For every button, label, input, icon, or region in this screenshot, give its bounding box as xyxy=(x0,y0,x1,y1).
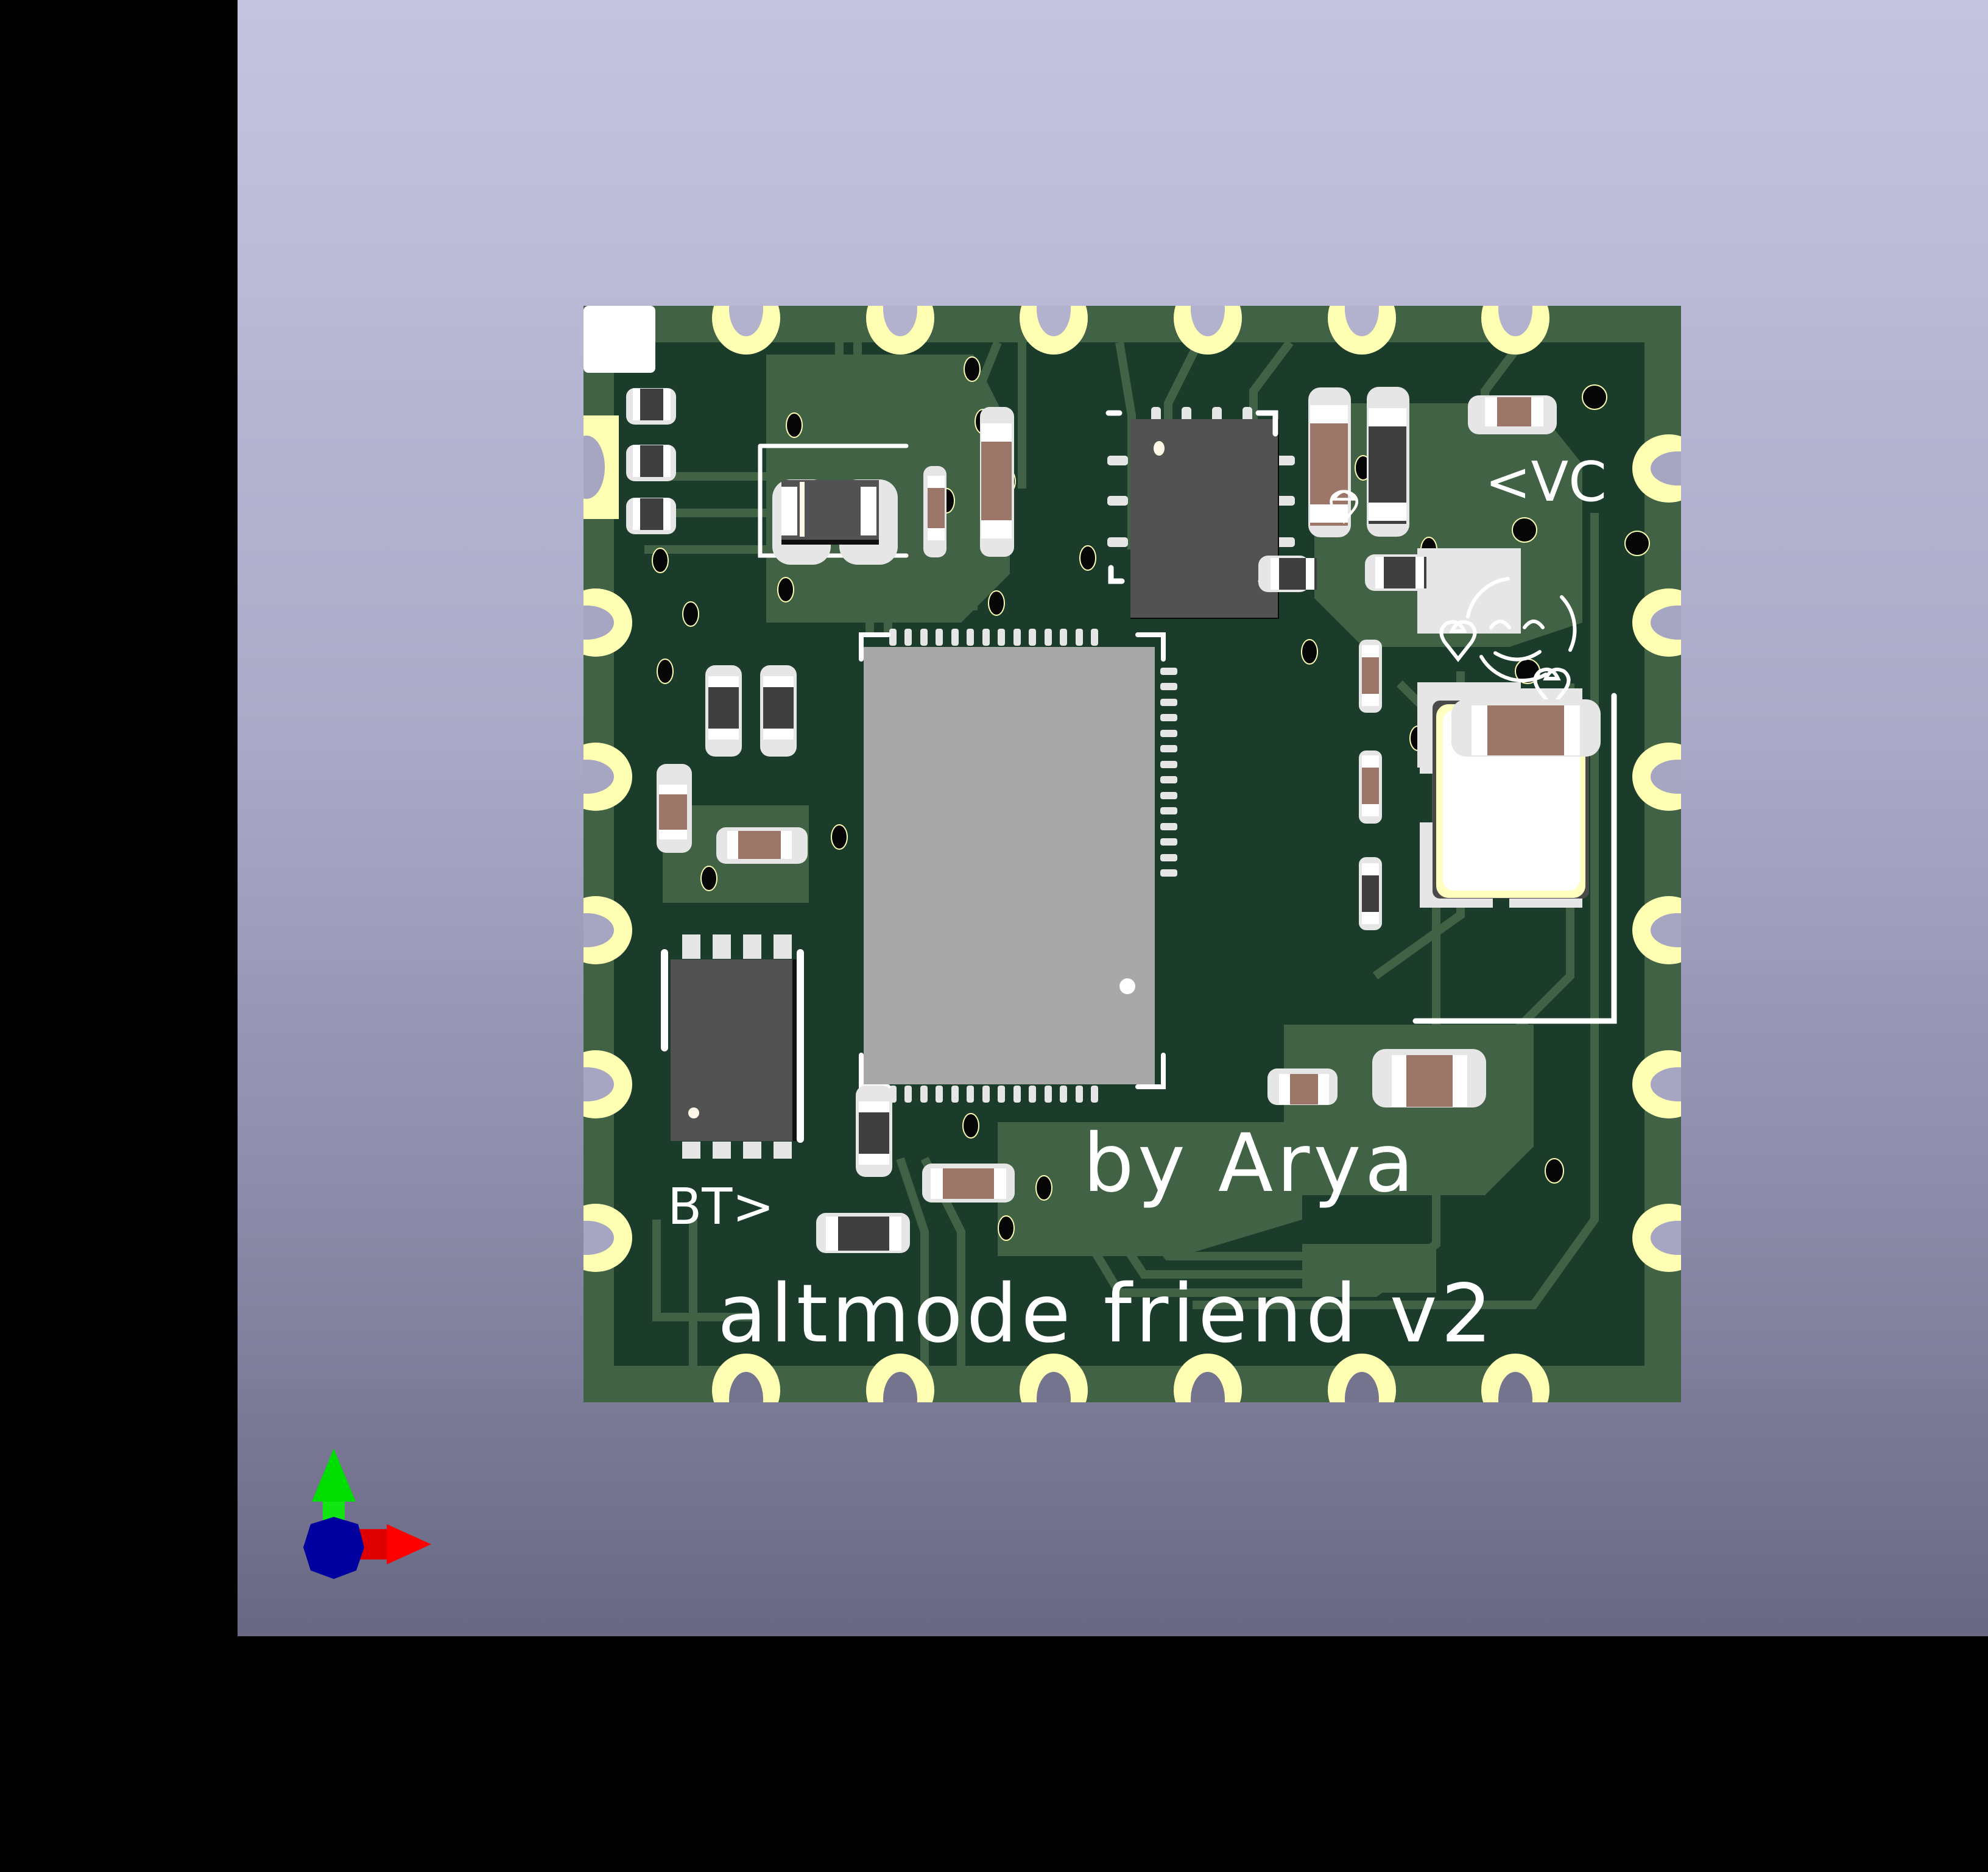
castellated-pads-right xyxy=(1632,434,1681,1272)
axes-gizmo[interactable] xyxy=(292,1432,451,1590)
silkscreen: <VC BT> by Arya altmode friend v2 xyxy=(668,450,1607,1361)
castellated-pads-left xyxy=(583,306,655,1272)
castellated-pads-bottom xyxy=(712,1354,1549,1402)
passive-components xyxy=(626,387,1557,1253)
castellated-pads-top xyxy=(712,306,1549,355)
silk-author: by Arya xyxy=(1083,1117,1417,1210)
z-axis-icon xyxy=(303,1517,364,1579)
flash-chip[interactable] xyxy=(661,934,804,1159)
mcu-package xyxy=(864,647,1155,1084)
pin1-marker xyxy=(1119,978,1135,994)
diode[interactable] xyxy=(758,443,909,565)
silk-vc-label: <VC xyxy=(1485,450,1607,514)
silk-bt-label: BT> xyxy=(668,1178,774,1236)
y-axis-arrow-icon xyxy=(312,1449,356,1502)
silk-title: altmode friend v2 xyxy=(717,1267,1496,1361)
x-axis-arrow-icon xyxy=(387,1524,431,1564)
ic-qfn16-body xyxy=(1105,407,1295,619)
smiley-heart-icon xyxy=(1330,490,1577,710)
capacitor-above-crystal-overlay xyxy=(1451,699,1601,757)
